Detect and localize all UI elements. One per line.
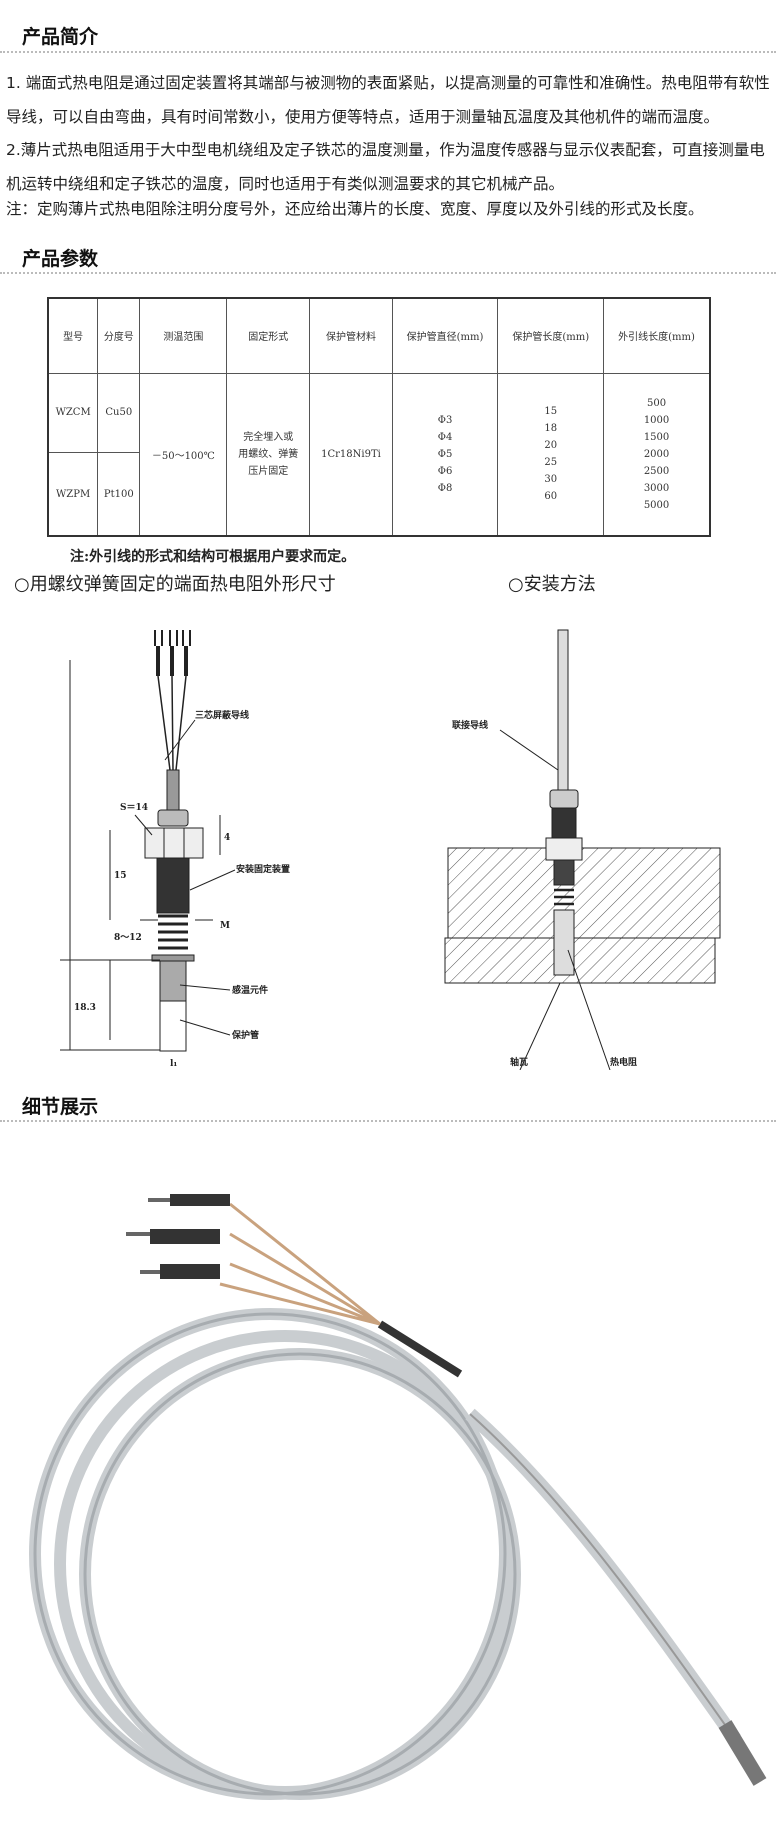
label-elem: 感温元件 bbox=[232, 984, 268, 996]
divider bbox=[0, 272, 776, 274]
label-18-3: 18.3 bbox=[74, 1003, 96, 1013]
text: 15 bbox=[544, 406, 558, 418]
installation-diagram: 联接导线 轴瓦 热电阻 bbox=[444, 629, 721, 1070]
label-15: 15 bbox=[114, 871, 127, 881]
cell-range: －50～100℃ bbox=[139, 372, 228, 537]
intro-paragraph-2: 2.薄片式热电阻适用于大中型电机绕组及定子铁芯的温度测量，作为温度传感器与显示仪… bbox=[6, 141, 765, 193]
label-fix: 安装固定装置 bbox=[236, 863, 290, 875]
label-m: M bbox=[220, 921, 230, 931]
product-photo bbox=[29, 1194, 767, 1800]
col-header: 保护管长度(mm) bbox=[497, 297, 605, 374]
label-bearing: 轴瓦 bbox=[510, 1056, 528, 1068]
text: 20 bbox=[544, 440, 558, 452]
text: Φ6 bbox=[437, 465, 453, 477]
col-header: 固定形式 bbox=[226, 297, 311, 374]
diagram1-title: ○用螺纹弹簧固定的端面热电阻外形尺寸 bbox=[14, 574, 336, 595]
dimension-diagram: 三芯屏蔽导线 S＝14 安装固定装置 感温元件 保护管 M 15 4 8～12 … bbox=[60, 630, 290, 1069]
label-tube: 保护管 bbox=[231, 1029, 259, 1041]
label-rtd: 热电阻 bbox=[610, 1056, 637, 1068]
cell-fix: 完全埋入或用螺纹、弹簧压片固定 bbox=[226, 372, 311, 537]
cell-model: WZPM bbox=[47, 452, 99, 537]
cell-grad: Pt100 bbox=[97, 452, 141, 537]
text: 压片固定 bbox=[248, 465, 289, 477]
section-title-detail: 细节展示 bbox=[22, 1096, 99, 1118]
text: 1500 bbox=[643, 431, 670, 443]
text: 60 bbox=[544, 491, 558, 503]
text: 500 bbox=[646, 397, 667, 409]
text: 3000 bbox=[643, 482, 670, 494]
diagram2-title: ○安装方法 bbox=[508, 574, 596, 595]
intro-paragraph-1: 1. 端面式热电阻是通过固定装置将其端部与被测物的表面紧贴，以提高测量的可靠性和… bbox=[6, 74, 770, 126]
cell-grad: Cu50 bbox=[97, 372, 141, 454]
col-header: 保护管直径(mm) bbox=[391, 297, 499, 374]
label-8-12: 8～12 bbox=[114, 933, 142, 943]
divider bbox=[0, 1120, 776, 1122]
text: 25 bbox=[544, 457, 558, 469]
cell-material: 1Cr18Ni9Ti bbox=[309, 372, 393, 537]
label-wire: 三芯屏蔽导线 bbox=[195, 709, 249, 721]
label-wire: 联接导线 bbox=[452, 719, 488, 731]
col-header: 外引线长度(mm) bbox=[603, 297, 711, 374]
label-4: 4 bbox=[224, 833, 230, 843]
label-l1: l₁ bbox=[170, 1059, 177, 1069]
divider bbox=[0, 51, 776, 53]
text: Φ8 bbox=[437, 482, 453, 494]
col-header: 测温范围 bbox=[139, 297, 228, 374]
text: 用螺纹、弹簧 bbox=[238, 448, 299, 460]
text: Φ4 bbox=[437, 431, 453, 443]
section-title-params: 产品参数 bbox=[22, 248, 99, 270]
text: Φ3 bbox=[437, 414, 453, 426]
text: 2000 bbox=[643, 448, 670, 460]
text: 18 bbox=[544, 423, 558, 435]
col-header: 保护管材料 bbox=[309, 297, 393, 374]
cell-leads: 500 1000 1500 2000 2500 3000 5000 bbox=[603, 372, 711, 537]
text: 5000 bbox=[643, 499, 670, 511]
params-table: 型号 分度号 测温范围 固定形式 保护管材料 保护管直径(mm) 保护管长度(m… bbox=[47, 297, 711, 537]
cell-model: WZCM bbox=[47, 372, 99, 454]
cell-lengths: 15 18 20 25 30 60 bbox=[497, 372, 605, 537]
text: 30 bbox=[544, 474, 558, 486]
text: 2500 bbox=[643, 465, 670, 477]
section-title-intro: 产品简介 bbox=[22, 26, 99, 48]
table-note: 注:外引线的形式和结构可根据用户要求而定。 bbox=[70, 549, 356, 565]
label-s: S＝14 bbox=[120, 803, 148, 813]
col-header: 分度号 bbox=[97, 297, 141, 374]
text: 完全埋入或 bbox=[243, 431, 294, 443]
text: 1000 bbox=[643, 414, 670, 426]
text: Φ5 bbox=[437, 448, 453, 460]
intro-note: 注：定购薄片式热电阻除注明分度号外，还应给出薄片的长度、宽度、厚度以及外引线的形… bbox=[6, 200, 704, 218]
col-header: 型号 bbox=[47, 297, 99, 374]
